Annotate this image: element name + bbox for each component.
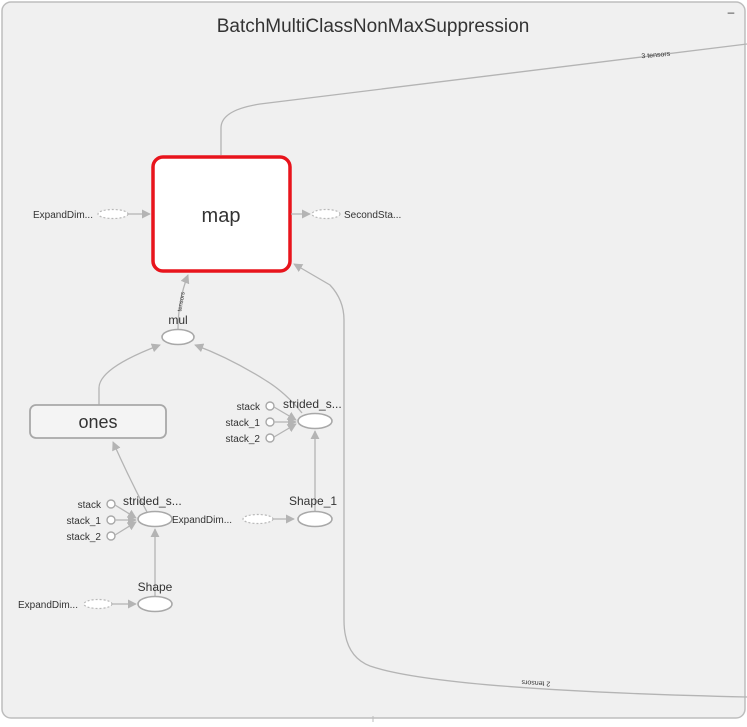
stack-bottom-1-label: stack_1 <box>67 516 102 527</box>
edge-input-to-map-2-tensors <box>293 263 747 698</box>
edge-mul-to-map <box>177 274 190 331</box>
expand-mid-stub-icon[interactable] <box>242 513 274 525</box>
mul-label: mul <box>168 313 187 327</box>
stack-top-1-label: stack_1 <box>226 418 261 429</box>
expand-bottom-label: ExpandDim... <box>18 600 78 611</box>
strided-slice-top-label: strided_s... <box>283 397 342 411</box>
stack-bottom-2-label: stack_2 <box>67 532 102 543</box>
stack-bottom-2-const-icon[interactable] <box>106 531 116 541</box>
stack-top-0-const-icon[interactable] <box>265 401 275 411</box>
map-output-stub-icon[interactable] <box>311 208 341 220</box>
expand-mid-label: ExpandDim... <box>172 515 232 526</box>
map-node[interactable] <box>151 155 292 273</box>
edge-map-to-output-3-tensors <box>220 43 747 155</box>
strided-slice-bottom-label: strided_s... <box>123 494 182 508</box>
map-input-label: ExpandDim... <box>33 210 93 221</box>
edge-stack-bottom-2 <box>114 521 137 536</box>
stack-top-2-const-icon[interactable] <box>265 433 275 443</box>
group-title: BatchMultiClassNonMaxSuppression <box>217 16 530 37</box>
shape-label: Shape <box>138 580 173 594</box>
stack-bottom-0-label: stack <box>78 500 102 511</box>
shape-node[interactable] <box>137 595 173 613</box>
map-label: map <box>202 205 241 227</box>
expand-bottom-stub-icon[interactable] <box>83 598 113 610</box>
edge-label-2-tensors: 2 tensors <box>521 678 551 687</box>
edge-strided-bottom-to-ones <box>112 441 148 513</box>
strided-slice-bottom-node[interactable] <box>137 510 173 528</box>
stack-bottom-0-const-icon[interactable] <box>106 499 116 509</box>
stack-bottom-1-const-icon[interactable] <box>106 515 116 525</box>
stack-top-0-label: stack <box>237 402 261 413</box>
shape1-node[interactable] <box>297 510 333 528</box>
edge-label-tensors: tensors <box>177 292 186 312</box>
map-output-label: SecondSta... <box>344 210 401 221</box>
edge-stack-top-2 <box>273 423 297 438</box>
collapse-icon[interactable]: – <box>728 5 735 19</box>
edge-label-3-tensors: 3 tensors <box>641 51 671 61</box>
edge-ones-to-mul <box>98 343 161 405</box>
ones-node[interactable] <box>29 404 167 439</box>
ones-label: ones <box>78 412 117 432</box>
stack-top-1-const-icon[interactable] <box>265 417 275 427</box>
mul-node[interactable] <box>161 328 195 346</box>
edge-strided-top-to-mul <box>194 343 303 414</box>
strided-slice-top-node[interactable] <box>297 412 333 430</box>
shape1-label: Shape_1 <box>289 494 337 508</box>
map-input-stub-icon[interactable] <box>97 208 129 220</box>
stack-top-2-label: stack_2 <box>226 434 261 445</box>
